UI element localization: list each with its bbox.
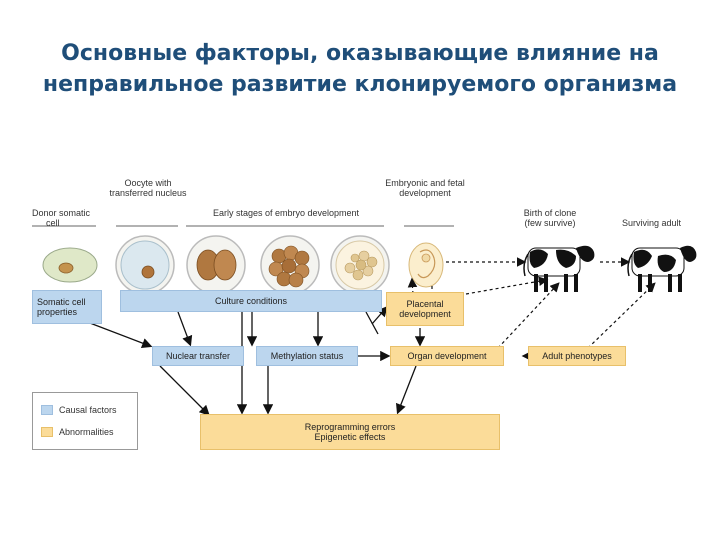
- label-birth: Birth of clone (few survive): [523, 208, 577, 228]
- arrow-placental-to-birth: [465, 276, 549, 295]
- cow-adult-icon: [627, 245, 697, 292]
- legend: Causal factors Abnormalities: [32, 392, 138, 450]
- arrow-culture-placental: [371, 306, 388, 325]
- label-donor: Donor somatic cell: [32, 208, 91, 228]
- arrow-somatic-to-nuclear: [81, 319, 153, 349]
- box-culture-conditions: Culture conditions: [120, 290, 382, 312]
- label-early-stages: Early stages of embryo development: [212, 208, 360, 218]
- fetus-icon: [408, 242, 444, 288]
- box-reprogramming-errors: Reprogramming errors Epigenetic effects: [200, 414, 500, 450]
- diagram-graphics: [32, 225, 697, 416]
- box-placental-development: Placental development: [386, 292, 464, 326]
- morula-icon: [260, 235, 320, 295]
- blastocyst-icon: [330, 235, 390, 295]
- arrow-organ-to-reprogramming: [395, 365, 417, 415]
- cloning-diagram: Donor somatic cell Oocyte with transferr…: [28, 168, 698, 458]
- oocyte-icon: [115, 235, 175, 295]
- arrow-adult-to-surviving: [587, 282, 656, 349]
- legend-causal-swatch: [41, 405, 53, 415]
- arrow-placental-to-fetus: [407, 277, 418, 295]
- legend-abnormal-label: Abnormalities: [59, 427, 114, 437]
- legend-causal-label: Causal factors: [59, 405, 117, 415]
- box-methylation-status: Methylation status: [256, 346, 358, 366]
- box-somatic-cell-properties: Somatic cell properties: [32, 290, 102, 324]
- box-adult-phenotypes: Adult phenotypes: [528, 346, 626, 366]
- arrow-organ-to-birth: [497, 282, 560, 349]
- arrow-culture-to-nuclear: [177, 311, 193, 347]
- label-oocyte: Oocyte with transferred nucleus: [109, 178, 187, 198]
- page-title: Основные факторы, оказывающие влияние на…: [0, 38, 720, 100]
- cow-clone-icon: [523, 245, 595, 292]
- label-surviving: Surviving adult: [622, 218, 682, 228]
- title-line-2: неправильное развитие клонируемого орган…: [42, 72, 678, 97]
- donor-cell-icon: [42, 247, 98, 283]
- arrow-nuclear-to-reprogramming: [159, 365, 210, 416]
- box-organ-development: Organ development: [390, 346, 504, 366]
- label-embryonic: Embryonic and fetal development: [385, 178, 465, 198]
- legend-causal: Causal factors: [41, 405, 117, 415]
- legend-abnormal: Abnormalities: [41, 427, 114, 437]
- legend-abnormal-swatch: [41, 427, 53, 437]
- two-cell-embryo-icon: [186, 235, 246, 295]
- title-line-1: Основные факторы, оказывающие влияние на: [61, 41, 659, 66]
- line-culture-to-placental: [365, 311, 379, 335]
- box-nuclear-transfer: Nuclear transfer: [152, 346, 244, 366]
